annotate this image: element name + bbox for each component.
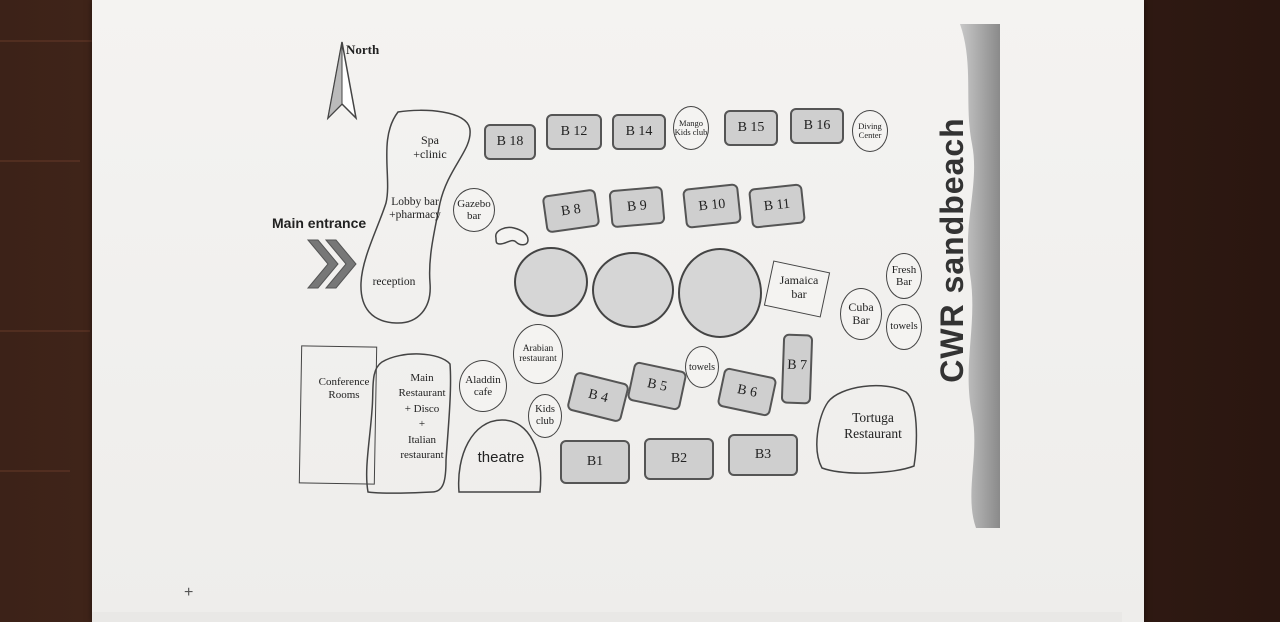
small-pond <box>495 226 529 246</box>
jamaica-bar-label: Jamaica bar <box>779 273 819 301</box>
north-label: North <box>346 42 380 57</box>
mango-kids-club: Mango Kids club <box>673 106 709 150</box>
block-b10: B 10 <box>682 183 742 229</box>
block-b2: B2 <box>644 438 714 480</box>
conference-rooms-label: Conference Rooms <box>318 376 370 401</box>
aladdin-cafe: Aladdin cafe <box>459 360 507 412</box>
block-b8: B 8 <box>541 188 601 234</box>
cuba-bar: Cuba Bar <box>840 288 882 340</box>
kids-club: Kids club <box>528 394 562 438</box>
tortuga-restaurant-building <box>816 384 918 474</box>
pool-right <box>678 248 762 338</box>
block-b18: B 18 <box>484 124 536 160</box>
registration-mark: + <box>184 584 194 601</box>
gazebo-bar: Gazebo bar <box>453 188 495 232</box>
block-b14: B 14 <box>612 114 666 150</box>
beach-title-text: CWR sandbeach <box>934 117 970 383</box>
reception-label: reception <box>372 276 416 288</box>
pool-middle <box>592 252 674 328</box>
theatre-label: theatre <box>477 449 525 466</box>
reception-building <box>360 109 471 324</box>
towels-right: towels <box>886 304 922 350</box>
towels-center: towels <box>685 346 719 388</box>
block-b11: B 11 <box>748 183 806 229</box>
block-b7: B 7 <box>780 333 814 405</box>
sheet-edge <box>92 612 1122 622</box>
block-b15: B 15 <box>724 110 778 146</box>
fresh-bar: Fresh Bar <box>886 253 922 299</box>
block-b9: B 9 <box>608 185 666 229</box>
theatre-building <box>457 419 542 493</box>
tortuga-label: Tortuga Restaurant <box>844 410 902 441</box>
spa-clinic-label: Spa +clinic <box>413 133 447 161</box>
block-b12: B 12 <box>546 114 602 150</box>
diving-center: Diving Center <box>852 110 888 152</box>
main-entrance-label: Main entrance <box>272 215 367 231</box>
main-restaurant-building <box>365 353 452 494</box>
block-b3: B3 <box>728 434 798 476</box>
pool-left <box>514 247 588 317</box>
main-restaurant-label: Main Restaurant + Disco + Italian restau… <box>398 372 446 461</box>
entrance-arrow-icon <box>306 239 357 289</box>
north-arrow-icon <box>326 41 358 121</box>
beach-title: CWR sandbeach <box>920 80 980 420</box>
arabian-restaurant: Arabian restaurant <box>513 324 563 384</box>
lobby-bar-label: Lobby bar +pharmacy <box>389 196 441 222</box>
block-b16: B 16 <box>790 108 844 144</box>
block-b1: B1 <box>560 440 630 484</box>
beach-shoreline <box>960 24 1000 528</box>
